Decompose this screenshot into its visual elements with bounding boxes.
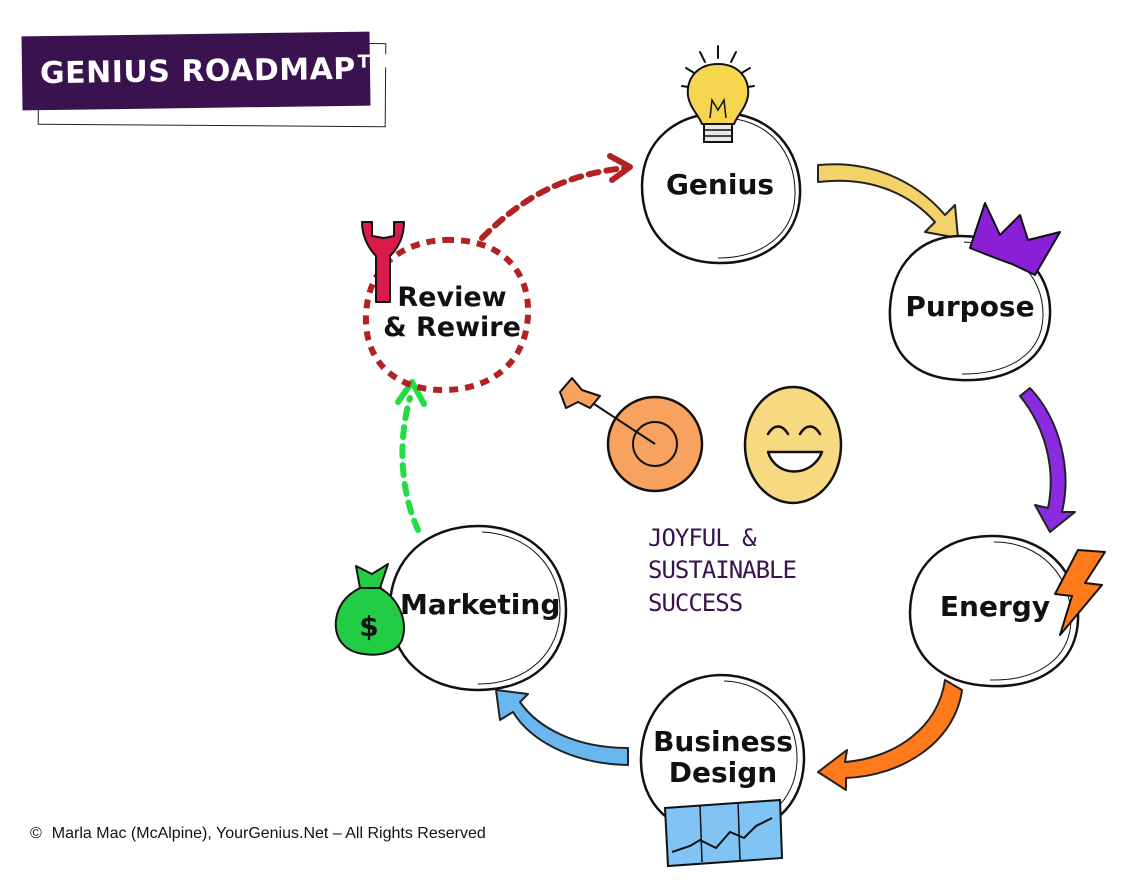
node-genius-label: Genius bbox=[665, 168, 775, 201]
center-line-2: SUSTAINABLE bbox=[648, 556, 797, 585]
money-bag-icon: $ bbox=[334, 563, 405, 656]
center-line-3: SUCCESS bbox=[648, 588, 743, 617]
arrow-business-to-marketing bbox=[495, 689, 629, 766]
chart-icon bbox=[663, 798, 784, 868]
crown-icon bbox=[969, 202, 1061, 276]
node-review-rewire-label: Review & Rewire bbox=[383, 282, 521, 343]
lightbulb-icon bbox=[681, 45, 755, 143]
svg-text:$: $ bbox=[359, 610, 378, 643]
arrow-purpose-to-energy bbox=[1019, 387, 1076, 533]
node-genius-circle bbox=[640, 111, 802, 265]
wrench-icon bbox=[361, 221, 405, 303]
node-business-design-label: Business Design bbox=[653, 725, 793, 789]
node-marketing-label: Marketing bbox=[400, 588, 561, 621]
copyright-symbol: © bbox=[30, 825, 42, 842]
center-line-1: JOYFUL & bbox=[648, 524, 757, 552]
copyright-notice: © Marla Mac (McAlpine), YourGenius.Net – … bbox=[30, 825, 486, 843]
node-marketing-circle bbox=[388, 524, 568, 692]
node-energy-label: Energy bbox=[939, 590, 1051, 623]
copyright-text: Marla Mac (McAlpine), YourGenius.Net – A… bbox=[51, 825, 486, 842]
arrow-energy-to-business bbox=[817, 679, 963, 791]
arrow-review-to-genius bbox=[479, 153, 633, 241]
lightning-icon bbox=[1054, 549, 1106, 636]
center-message: JOYFUL & SUSTAINABLE SUCCESS bbox=[648, 522, 797, 619]
smiley-icon bbox=[743, 385, 843, 505]
arrow-genius-to-purpose bbox=[817, 163, 959, 239]
node-purpose-label: Purpose bbox=[905, 290, 1035, 323]
arrow-marketing-to-review bbox=[395, 379, 427, 533]
target-icon bbox=[559, 377, 704, 493]
